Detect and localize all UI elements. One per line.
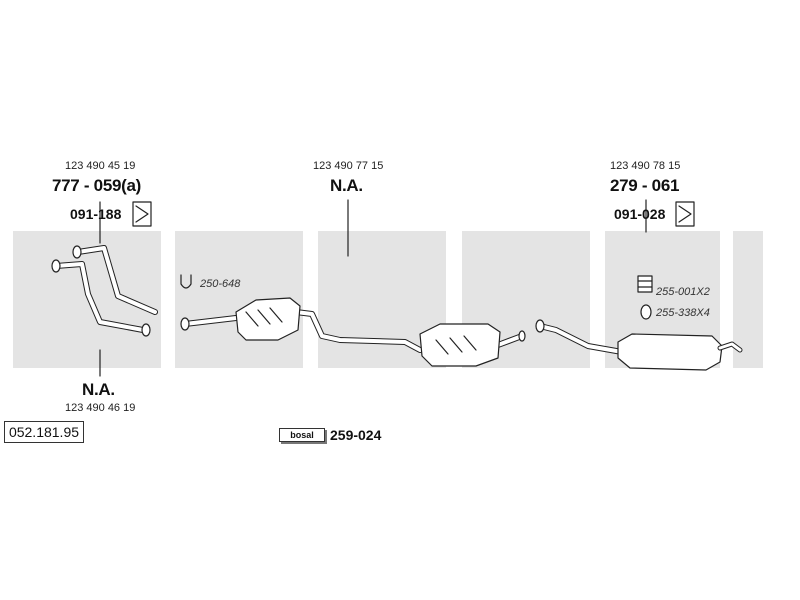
- oem-front-top: 123 490 45 19: [65, 160, 136, 172]
- rubber-mount-part: 255-001X2: [656, 286, 710, 298]
- catalog-number: 052.181.95: [4, 421, 84, 443]
- u-bolt: [180, 274, 192, 289]
- ubolt-part: 250-648: [200, 278, 241, 290]
- middle-silencer: [419, 323, 501, 367]
- kit-part: 259-024: [330, 427, 382, 443]
- clamp-front: [132, 201, 152, 227]
- clamp-rear: [675, 201, 695, 227]
- watermark-block-6: [733, 231, 763, 368]
- front-downpipe: [51, 245, 158, 337]
- kit-brand-logo: bosal: [279, 428, 325, 442]
- part-front-bottom: N.A.: [82, 380, 115, 399]
- oem-front-bottom: 123 490 46 19: [65, 402, 136, 414]
- clamp-part-rear: 091-028: [614, 206, 666, 222]
- watermark-block-1: [13, 231, 161, 368]
- oem-middle: 123 490 77 15: [313, 160, 384, 172]
- front-silencer: [235, 297, 301, 341]
- ring-mount: [640, 304, 652, 320]
- ring-part: 255-338X4: [656, 307, 710, 319]
- part-front-top: 777 - 059(a): [52, 176, 142, 195]
- part-rear: 279 - 061: [610, 176, 680, 195]
- clamp-part-front: 091-188: [70, 206, 122, 222]
- rear-pipe: [535, 319, 625, 355]
- oem-rear: 123 490 78 15: [610, 160, 681, 172]
- part-middle: N.A.: [330, 176, 363, 195]
- rubber-mount: [637, 275, 653, 293]
- rear-silencer: [617, 333, 743, 371]
- middle-pipe: [180, 309, 526, 353]
